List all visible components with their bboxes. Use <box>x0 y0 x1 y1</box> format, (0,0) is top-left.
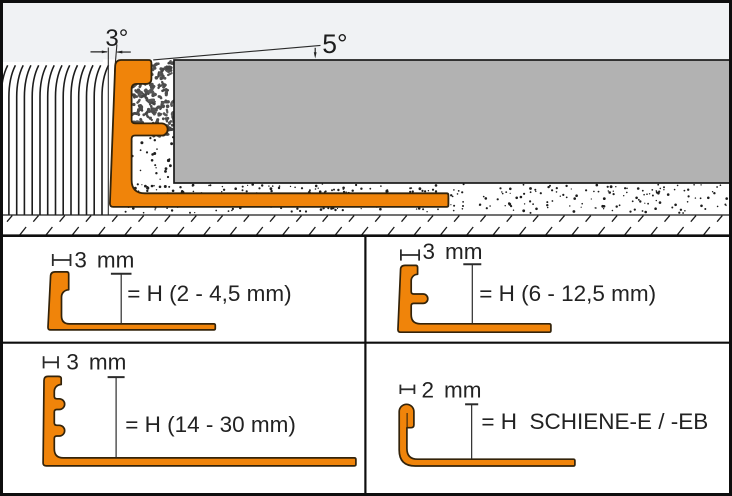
svg-text:5°: 5° <box>322 29 347 59</box>
svg-text:3°: 3° <box>105 25 128 52</box>
svg-text:= H (6 - 12,5 mm): = H (6 - 12,5 mm) <box>479 281 656 306</box>
svg-text:= H (2 - 4,5 mm): = H (2 - 4,5 mm) <box>127 281 291 306</box>
svg-text:2 mm: 2 mm <box>422 378 482 403</box>
svg-text:= H SCHIENE-E / -EB: = H SCHIENE-E / -EB <box>481 409 708 434</box>
svg-text:3 mm: 3 mm <box>66 350 126 375</box>
svg-text:3 mm: 3 mm <box>423 239 483 264</box>
svg-text:= H (14 - 30 mm): = H (14 - 30 mm) <box>125 412 296 437</box>
svg-text:3 mm: 3 mm <box>74 248 134 273</box>
